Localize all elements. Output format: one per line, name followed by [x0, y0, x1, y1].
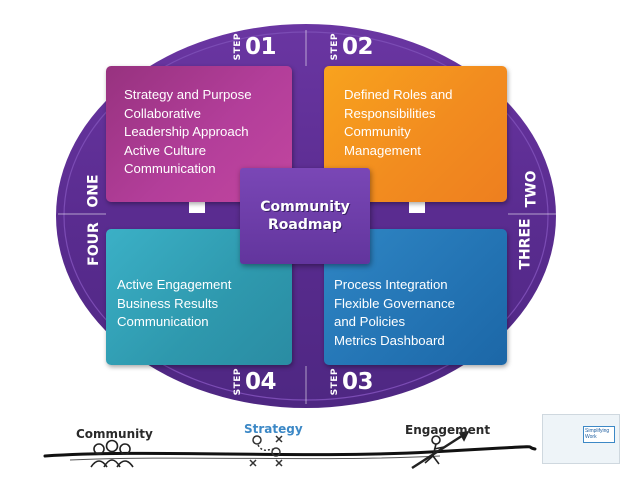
box-line: Communication — [124, 161, 216, 176]
box-line: Metrics Dashboard — [334, 332, 445, 348]
step-03-label: STEP 03 — [330, 368, 374, 396]
step-04-label: STEP 04 — [233, 368, 277, 396]
box-line: Process Integration — [334, 277, 448, 292]
box-line: Community — [344, 124, 411, 139]
side-label-three: THREE — [517, 218, 534, 270]
box-line: Collaborative — [124, 105, 201, 121]
step-02-label: STEP 02 — [330, 33, 374, 61]
step-01-number: 01 — [245, 33, 277, 60]
step-03-number: 03 — [342, 368, 374, 395]
step-02-number: 02 — [342, 33, 374, 60]
box-line: Strategy and Purpose — [124, 87, 252, 102]
step-04-small: STEP — [233, 368, 243, 396]
box-line: Active Engagement — [117, 277, 232, 292]
engagement-label: Engagement — [405, 423, 491, 437]
box-line: Communication — [117, 314, 209, 329]
box-line: Responsibilities — [344, 105, 436, 121]
box-line: and Policies — [334, 314, 406, 329]
community-label: Community — [76, 427, 153, 441]
step-01-small: STEP — [233, 33, 243, 61]
center-title-line1: Community — [260, 199, 350, 215]
strategy-label: Strategy — [244, 422, 303, 436]
strategy-icon — [249, 435, 283, 467]
side-label-one: ONE — [85, 174, 102, 208]
engagement-climber-icon — [411, 430, 470, 470]
center-title-line2: Roadmap — [268, 217, 342, 233]
step-04-number: 04 — [245, 368, 277, 395]
step-02-small: STEP — [330, 33, 340, 61]
ground-line — [43, 445, 537, 458]
logo-text: Simplifying Work — [583, 426, 615, 443]
center-title-box: Community Roadmap — [240, 168, 370, 264]
box-line: Defined Roles and — [344, 87, 453, 102]
box-line: Leadership Approach — [124, 124, 249, 139]
side-label-four: FOUR — [85, 222, 102, 266]
ground-line-shadow — [69, 455, 441, 461]
box-line: Active Culture — [124, 142, 207, 158]
community-people-icon — [90, 439, 134, 468]
step-01-label: STEP 01 — [233, 33, 277, 61]
box-line: Management — [344, 142, 421, 158]
box-line: Flexible Governance — [334, 295, 455, 311]
box-line: Business Results — [117, 295, 219, 311]
step-03-small: STEP — [330, 368, 340, 396]
side-label-two: TWO — [523, 170, 540, 208]
